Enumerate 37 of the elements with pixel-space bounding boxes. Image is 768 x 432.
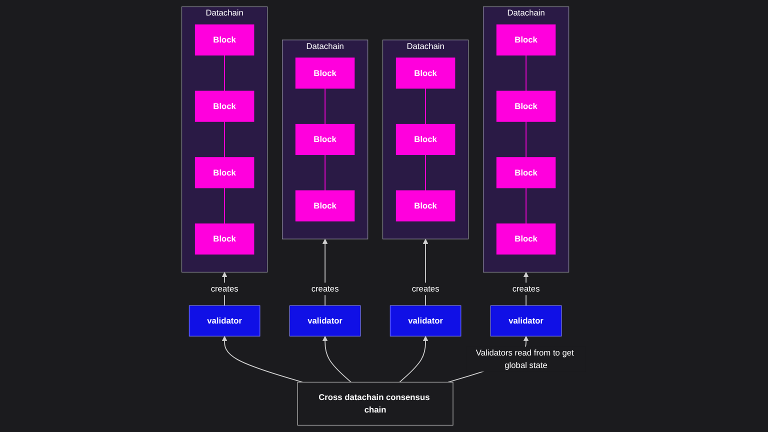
node-box: validator (290, 305, 361, 336)
arrow (399, 336, 428, 383)
node-box: Block (396, 190, 456, 222)
connector (324, 88, 326, 125)
arrow (222, 336, 304, 383)
node-box: Block (396, 124, 456, 156)
node-box: Block (195, 24, 254, 56)
node-box: validator (390, 305, 462, 336)
node-box: Block (296, 58, 355, 89)
node-box: Block (496, 24, 556, 56)
node-box: Block (496, 157, 556, 188)
edge-label: creates (312, 284, 339, 294)
connector (526, 54, 527, 92)
connector (526, 187, 527, 224)
connector (526, 121, 527, 158)
node-box: validator (490, 305, 562, 336)
node-box: Cross datachain consensus chain (297, 382, 454, 426)
node-box: Block (396, 58, 456, 89)
node-box: validator (189, 305, 260, 336)
edge-label: creates (512, 284, 540, 294)
connector (224, 54, 226, 92)
node-box: Block (296, 190, 355, 222)
edge-label: creates (412, 284, 440, 294)
node-box: Block (496, 223, 556, 255)
node-box: Block (195, 157, 254, 188)
connector (425, 154, 426, 192)
node-box: Block (195, 90, 254, 122)
connector (224, 121, 226, 158)
node-box: Block (496, 90, 556, 122)
edge-label: Validators read from to get global state (476, 348, 574, 370)
edge-label: creates (211, 284, 238, 294)
connector (425, 88, 426, 125)
arrow (322, 336, 352, 383)
connector (324, 154, 326, 192)
connector (224, 187, 226, 224)
node-box: Block (195, 223, 254, 255)
node-box: Block (296, 124, 355, 156)
